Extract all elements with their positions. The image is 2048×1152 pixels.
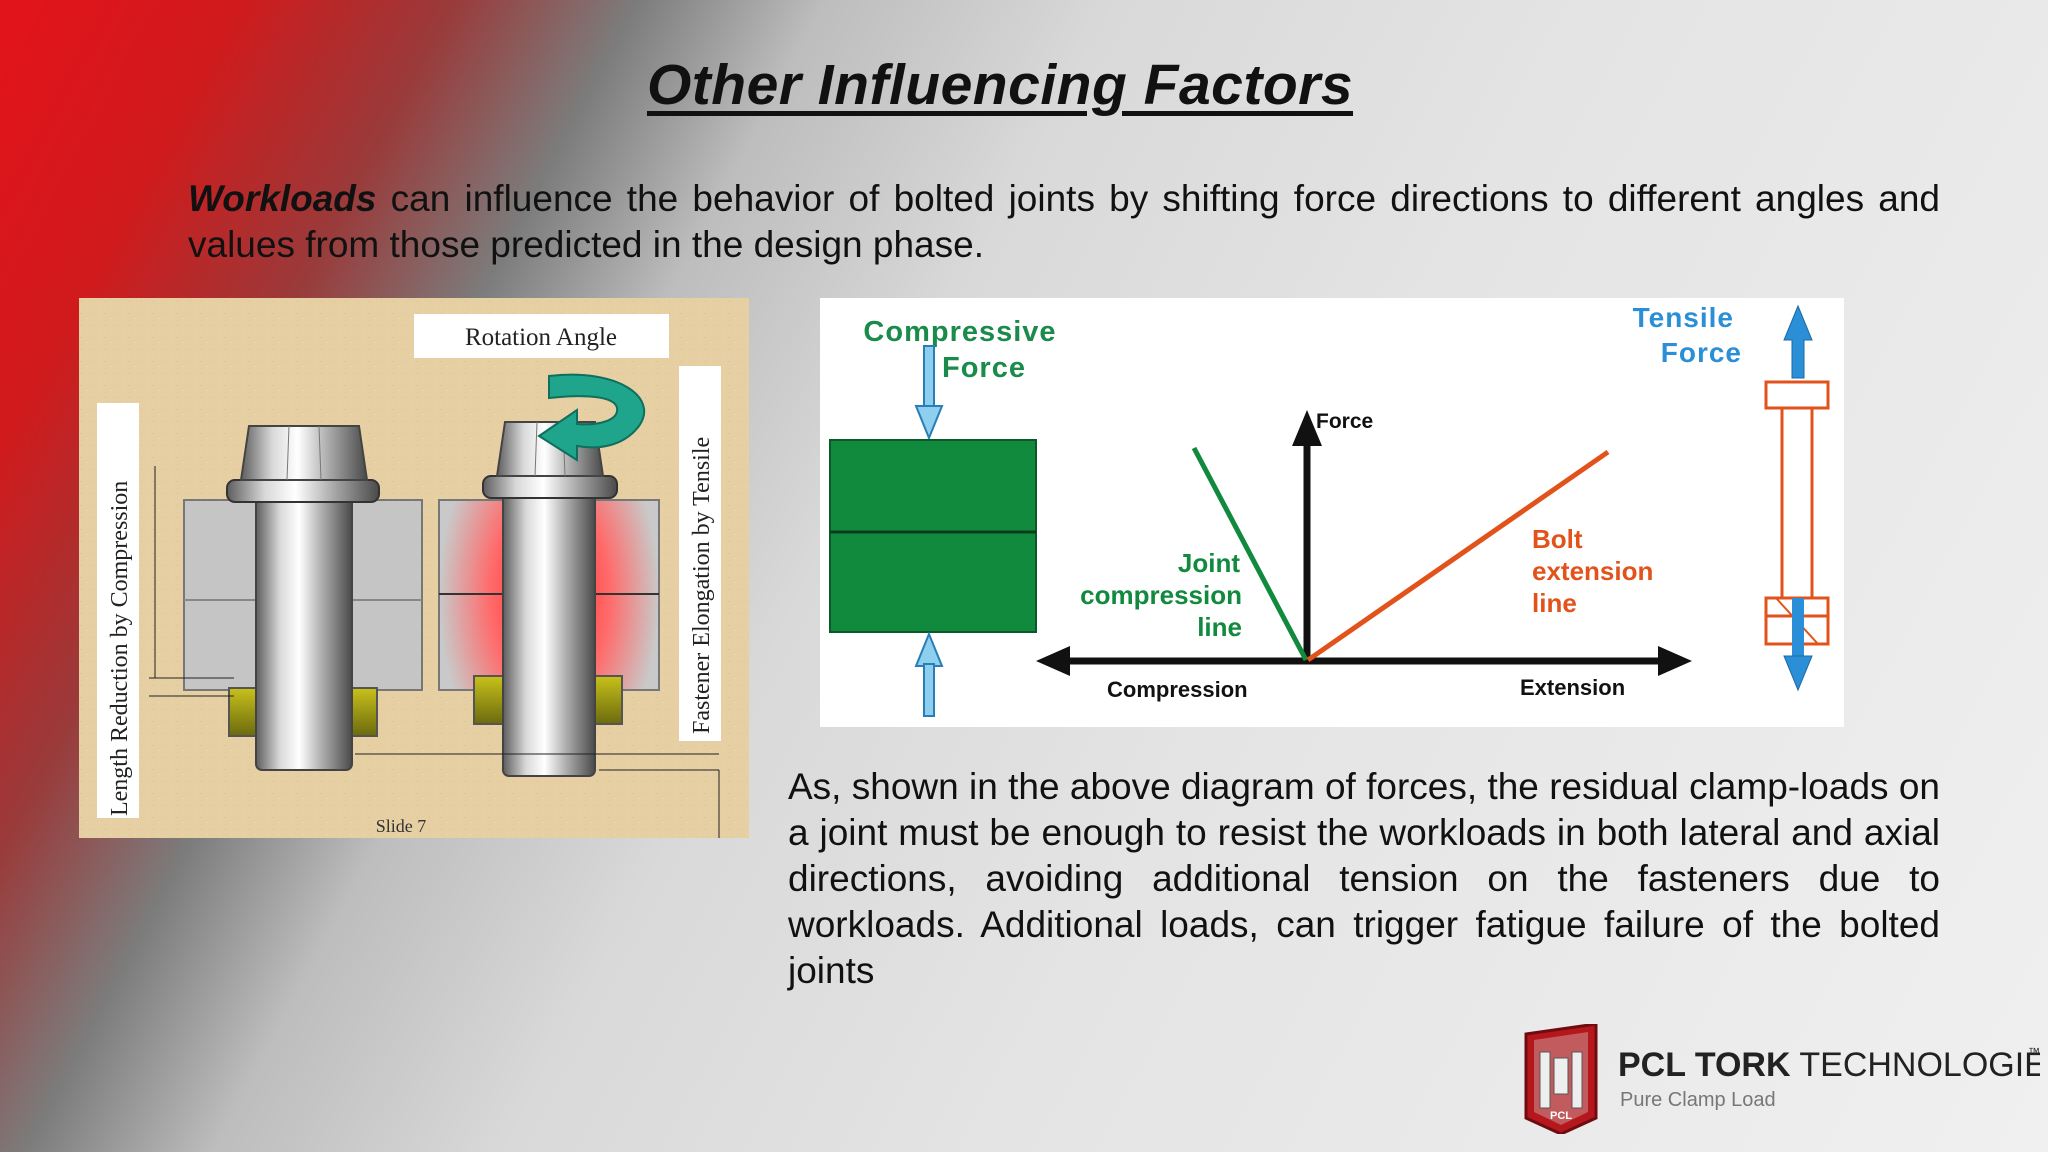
tensile-label-line1: Tensile xyxy=(1633,302,1734,333)
rotation-arrow-icon xyxy=(537,373,646,462)
bolt-assembly-compressed xyxy=(149,425,423,771)
tensile-bolt-icon xyxy=(1764,304,1830,692)
force-axis-label: Force xyxy=(1316,410,1373,433)
joint-compression-line xyxy=(1191,446,1309,662)
shield-icon: PCL xyxy=(1524,1024,1598,1134)
bolt-line-label-1: Bolt xyxy=(1532,524,1583,554)
compressive-label-line2: Force xyxy=(942,352,1026,384)
right-vertical-label: Fastener Elongation by Tensile xyxy=(689,437,715,734)
bolt-extension-line xyxy=(1306,449,1610,663)
compression-axis-label: Compression xyxy=(1107,677,1248,702)
rotation-label: Rotation Angle xyxy=(465,324,617,351)
logo-company-name: PCL TORK TECHNOLOGIES xyxy=(1618,1046,2040,1084)
bolt-joint-illustration: Length Reduction by Compression Rotation… xyxy=(79,298,749,838)
compressive-label-line1: Compressive xyxy=(863,316,1056,348)
right-label-box xyxy=(679,366,721,741)
bolt-line-label-3: line xyxy=(1532,588,1577,618)
left-vertical-label: Length Reduction by Compression xyxy=(107,481,133,816)
force-diagram: Compressive Force Force Compression Exte… xyxy=(820,298,1844,727)
intro-paragraph: Workloads can influence the behavior of … xyxy=(188,176,1940,268)
intro-text: can influence the behavior of bolted joi… xyxy=(188,178,1940,265)
intro-bold-term: Workloads xyxy=(188,178,377,219)
logo-emblem-text: PCL xyxy=(1550,1110,1572,1122)
explanation-paragraph: As, shown in the above diagram of forces… xyxy=(788,766,1940,991)
compressive-arrow-bottom-icon xyxy=(914,631,944,717)
pcl-tork-logo: PCL PCL TORK TECHNOLOGIES ™ Pure Clamp L… xyxy=(1524,1024,2040,1134)
slide-title: Other Influencing Factors xyxy=(646,53,1354,117)
joint-block-icon xyxy=(829,439,1037,633)
extension-axis-label: Extension xyxy=(1520,675,1625,700)
logo-tagline: Pure Clamp Load xyxy=(1620,1089,1776,1111)
joint-line-label-3: line xyxy=(1197,612,1242,642)
joint-line-label-2: compression xyxy=(1080,580,1242,610)
tensile-label-line2: Force xyxy=(1661,337,1742,368)
bolt-line-label-2: extension xyxy=(1532,556,1653,586)
compressive-arrow-top-icon xyxy=(914,345,944,441)
logo-trademark: ™ xyxy=(2028,1045,2040,1059)
rotation-label-box xyxy=(414,314,669,358)
horizontal-axis xyxy=(1036,646,1692,676)
force-axis xyxy=(1292,410,1322,658)
left-label-box xyxy=(97,403,139,818)
slide-number-label: Slide 7 xyxy=(376,816,427,836)
joint-line-label-1: Joint xyxy=(1178,548,1240,578)
